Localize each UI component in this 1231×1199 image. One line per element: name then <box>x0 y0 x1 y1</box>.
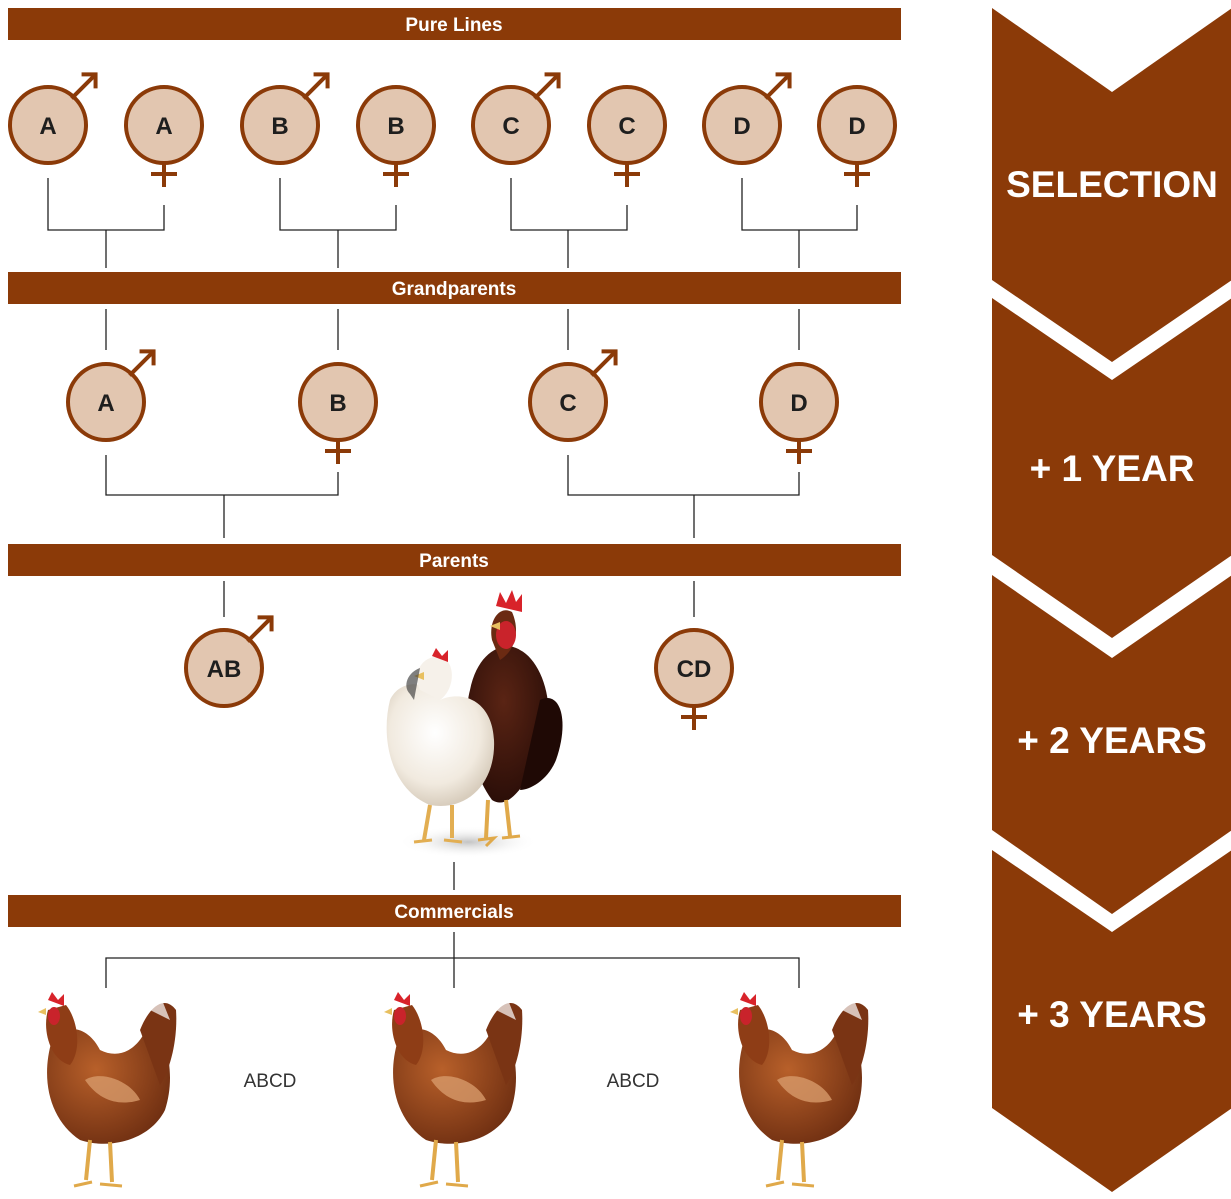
genotype-label: B <box>329 390 346 417</box>
grandparents-row: A B C D <box>66 349 839 464</box>
commercial-hen-photo <box>384 992 523 1188</box>
genotype-circle-female: C <box>587 85 667 187</box>
genotype-label: B <box>271 113 288 140</box>
genotype-circle-male: C <box>528 349 618 442</box>
female-symbol-icon <box>151 163 177 187</box>
male-symbol-icon <box>70 72 98 100</box>
genotype-label: CD <box>677 656 712 683</box>
genotype-circle-male: B <box>240 72 330 165</box>
female-symbol-icon <box>786 440 812 464</box>
commercial-caption-2: ABCD <box>607 1071 660 1092</box>
commercial-hen-photo <box>730 992 869 1188</box>
genotype-circle-male: D <box>702 72 792 165</box>
genotype-circle-female: A <box>124 85 204 187</box>
chevron-stage-4 <box>992 850 1231 1192</box>
genotype-label: B <box>387 113 404 140</box>
genotype-circle-female: D <box>817 85 897 187</box>
commercial-hen-photo <box>38 992 177 1188</box>
banner-commercials: Commercials <box>8 895 901 927</box>
genotype-circle-male: AB <box>184 615 274 708</box>
genotype-circle-female: B <box>356 85 436 187</box>
rooster-illustration <box>466 590 563 848</box>
genotype-label: C <box>502 113 519 140</box>
genotype-circle-male: C <box>471 72 561 165</box>
stage-label-1: SELECTION <box>1006 164 1218 205</box>
genotype-circle-male: A <box>8 72 98 165</box>
banner-parents: Parents <box>8 544 901 576</box>
chevron-stage-1 <box>992 8 1231 362</box>
banner-parents-label: Parents <box>419 551 489 572</box>
connector-lines <box>47 178 858 988</box>
banner-grandparents: Grandparents <box>8 272 901 304</box>
male-symbol-icon <box>590 349 618 377</box>
male-symbol-icon <box>246 615 274 643</box>
genotype-circle-male: A <box>66 349 156 442</box>
parent-pair-photo <box>386 590 563 858</box>
timeline-chevrons: SELECTION + 1 YEAR + 2 YEARS + 3 YEARS <box>992 8 1231 1192</box>
genotype-circle-female: CD <box>654 628 734 730</box>
genotype-circle-female: B <box>298 362 378 464</box>
white-hen-illustration <box>386 648 495 844</box>
genotype-label: A <box>97 390 114 417</box>
genotype-label: AB <box>207 656 242 683</box>
female-symbol-icon <box>844 163 870 187</box>
female-symbol-icon <box>681 706 707 730</box>
genotype-label: A <box>39 113 56 140</box>
genotype-label: D <box>790 390 807 417</box>
genotype-label: D <box>848 113 865 140</box>
male-symbol-icon <box>764 72 792 100</box>
male-symbol-icon <box>128 349 156 377</box>
genotype-circle-female: D <box>759 362 839 464</box>
parents-row: AB CD <box>184 615 734 730</box>
stage-label-2: + 1 YEAR <box>1030 448 1195 489</box>
male-symbol-icon <box>302 72 330 100</box>
genotype-label: C <box>618 113 635 140</box>
female-symbol-icon <box>325 440 351 464</box>
genotype-label: A <box>155 113 172 140</box>
commercial-hens-row <box>38 992 869 1188</box>
genotype-label: D <box>733 113 750 140</box>
chevron-stage-2 <box>992 298 1231 638</box>
female-symbol-icon <box>614 163 640 187</box>
banner-commercials-label: Commercials <box>394 902 513 923</box>
commercial-caption-1: ABCD <box>244 1071 297 1092</box>
male-symbol-icon <box>533 72 561 100</box>
genotype-label: C <box>559 390 576 417</box>
banner-grandparents-label: Grandparents <box>392 279 517 300</box>
banner-pure-lines: Pure Lines <box>8 8 901 40</box>
banner-pure-lines-label: Pure Lines <box>405 15 502 36</box>
stage-label-4: + 3 YEARS <box>1017 994 1207 1035</box>
stage-label-3: + 2 YEARS <box>1017 720 1207 761</box>
chevron-stage-3 <box>992 575 1231 914</box>
female-symbol-icon <box>383 163 409 187</box>
